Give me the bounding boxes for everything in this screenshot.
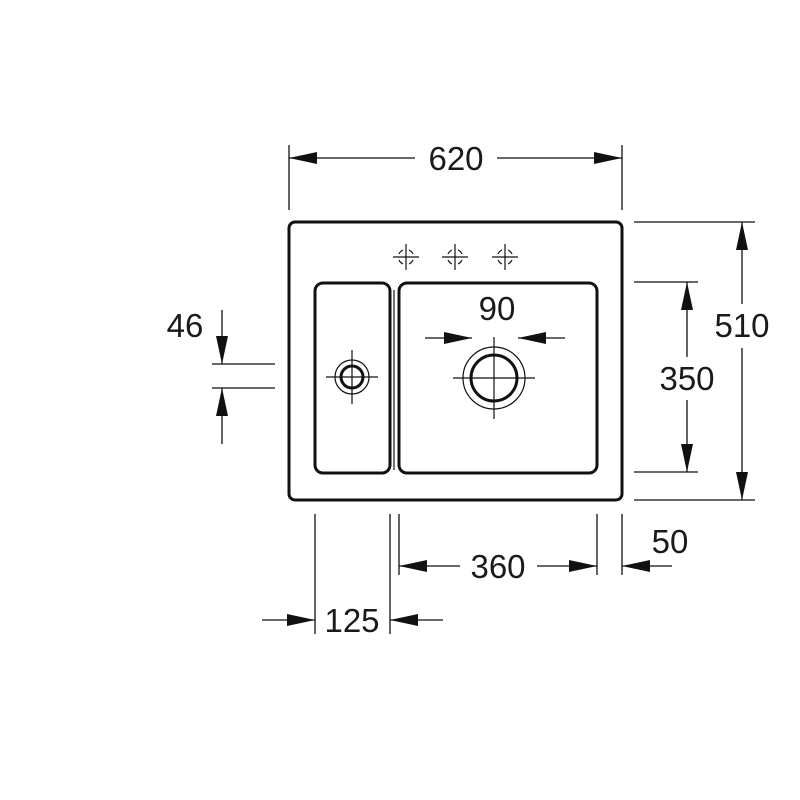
label-main-bowl-width: 360 xyxy=(470,548,525,585)
dimension-overall-width: 620 xyxy=(288,140,623,210)
label-right-rim: 50 xyxy=(652,523,689,560)
label-main-bowl-depth: 350 xyxy=(659,360,714,397)
label-overall-width: 620 xyxy=(428,140,483,177)
tap-hole-marker-icon xyxy=(442,244,468,270)
small-bowl xyxy=(313,281,392,475)
dimension-main-bowl-width: 360 xyxy=(398,514,598,585)
label-overall-depth: 510 xyxy=(714,307,769,344)
label-small-drain-offset: 46 xyxy=(167,307,204,344)
dimension-right-rim: 50 xyxy=(621,514,689,575)
main-bowl-drain xyxy=(453,337,535,419)
sink-outer-rim xyxy=(287,220,624,502)
dimension-overall-depth: 510 xyxy=(634,221,770,501)
tap-hole-marker-icon xyxy=(393,244,419,270)
main-bowl xyxy=(397,281,599,475)
label-drain-spacing: 90 xyxy=(479,290,516,327)
dimension-small-bowl-width: 125 xyxy=(262,514,443,639)
tap-hole-markers xyxy=(393,244,518,270)
small-bowl-drain xyxy=(326,350,378,404)
drain-icon xyxy=(453,337,535,419)
sink-outline xyxy=(287,220,624,502)
dimension-small-drain-offset: 46 xyxy=(167,307,275,444)
label-small-bowl-width: 125 xyxy=(324,602,379,639)
tap-hole-marker-icon xyxy=(492,244,518,270)
dimension-drain-spacing: 90 xyxy=(425,290,565,344)
dimension-main-bowl-depth: 350 xyxy=(634,281,715,473)
drain-icon xyxy=(326,350,378,404)
